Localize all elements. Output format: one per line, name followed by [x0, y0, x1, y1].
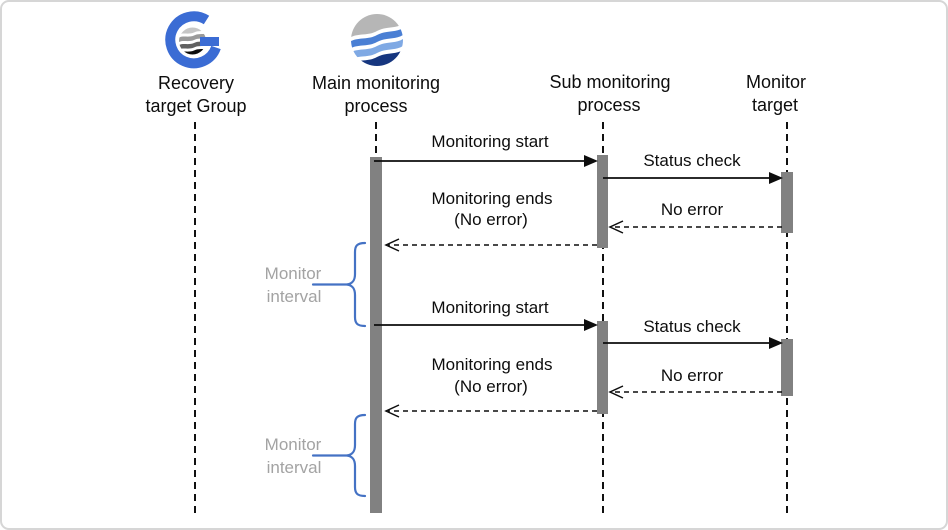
recovery-logo-wave-globe — [179, 27, 206, 55]
arrow-no-error-1 — [608, 220, 782, 234]
actor-recovery-group-line1: Recovery — [157, 73, 235, 93]
message-monitoring-ends-2-line1: Monitoring ends — [431, 355, 553, 374]
annotation-monitor-interval-2-line1: Monitor — [264, 435, 322, 454]
activation-bar-target-1 — [781, 172, 793, 233]
message-no-error-1: No error — [660, 200, 724, 219]
annotation-monitor-interval-2-line2: interval — [266, 458, 322, 477]
actor-sub-process-line2: process — [577, 95, 641, 115]
message-monitoring-ends-1-line1: Monitoring ends — [431, 189, 553, 208]
actor-recovery-group-line2: target Group — [145, 96, 247, 116]
wave-sphere-stripes — [351, 14, 403, 66]
actor-monitor-target-line1: Monitor — [745, 72, 807, 92]
activation-bar-main — [370, 157, 382, 513]
bracket-monitor-interval-2 — [311, 413, 367, 498]
actor-monitor-target-line2: target — [751, 95, 799, 115]
annotation-monitor-interval-1-line2: interval — [266, 287, 322, 306]
arrow-monitoring-ends-2 — [384, 404, 597, 418]
arrow-monitoring-ends-1 — [384, 238, 597, 252]
message-status-check-2: Status check — [643, 317, 741, 336]
recovery-logo-g-ring — [165, 11, 221, 69]
message-status-check-1: Status check — [643, 151, 741, 170]
recovery-group-logo — [165, 11, 221, 69]
actor-main-process-line1: Main monitoring — [311, 73, 441, 93]
message-monitoring-ends-2-line2: (No error) — [454, 377, 528, 396]
message-no-error-2: No error — [660, 366, 724, 385]
actor-sub-process-line1: Sub monitoring — [549, 72, 671, 92]
bracket-monitor-interval-1 — [311, 241, 367, 328]
arrow-status-check-1 — [603, 172, 783, 184]
activation-bar-sub-1 — [597, 155, 608, 248]
actor-main-process-line2: process — [344, 96, 408, 116]
message-monitoring-ends-1-line2: (No error) — [454, 210, 528, 229]
message-monitoring-start-1: Monitoring start — [431, 132, 549, 151]
arrow-monitoring-start-1 — [374, 155, 598, 167]
wave-sphere-logo — [351, 14, 403, 66]
arrow-no-error-2 — [608, 385, 782, 399]
message-monitoring-start-2: Monitoring start — [431, 298, 549, 317]
activation-bar-target-2 — [781, 339, 793, 396]
annotation-monitor-interval-1-line1: Monitor — [264, 264, 322, 283]
arrow-status-check-2 — [603, 337, 783, 349]
activation-bar-sub-2 — [597, 321, 608, 414]
arrow-monitoring-start-2 — [374, 319, 598, 331]
